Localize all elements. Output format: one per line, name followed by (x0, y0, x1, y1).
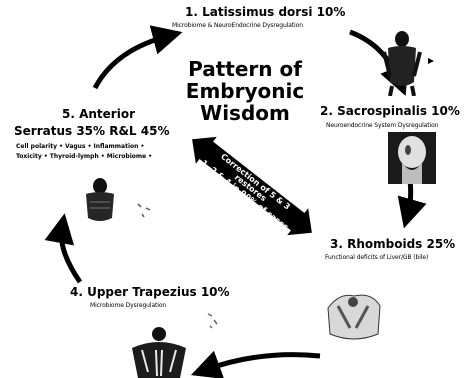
step-1-sub: Microbiome & NeuroEndocrine Dysregulatio… (172, 22, 303, 29)
title-line-3: Wisdom (200, 101, 290, 125)
step-5-sub-line1: Cell polarity • Vagus • Inflammation • (16, 143, 145, 150)
rhomboids-figure-image (327, 294, 381, 340)
decorative-mark-2 (137, 203, 151, 218)
decorative-mark-1 (207, 313, 218, 329)
title-line-2: Embryonic (185, 79, 305, 103)
step-3-label: 3. Rhomboids 25% (330, 237, 456, 251)
step-3-sub: Functional deficits of Liver/GB (bile) (325, 254, 429, 261)
cycle-arrow-5-to-1 (92, 25, 183, 90)
anterior-serratus-figure-image (86, 178, 114, 221)
step-1-label: 1. Latissimus dorsi 10% (185, 5, 346, 19)
cycle-arrow-2-to-3 (397, 179, 427, 229)
cycle-arrow-3-to-4 (190, 350, 321, 378)
center-double-arrow: Correction of 5 & 3 restores (192, 136, 312, 236)
step-5-label-line1: 5. Anterior (62, 107, 135, 121)
step-2-label: 2. Sacrospinalis 10% (320, 104, 460, 118)
title-line-1: Pattern of (188, 57, 302, 81)
step-5-label-line2: Serratus 35% R&L 45% (14, 124, 170, 138)
step-5-sub-line2: Toxicity • Thyroid-lymph • Microbiome • (16, 153, 153, 160)
step-2-sub: Neuroendocrine System Dysregulation (326, 122, 439, 129)
step-4-label: 4. Upper Trapezius 10% (70, 285, 230, 299)
cycle-arrow-4-to-5 (44, 213, 83, 284)
diagram-title: Pattern of Embryonic Wisdom (170, 58, 320, 124)
step-4-sub: Microbiome Dysregulation (90, 302, 167, 309)
latissimus-figure-image (382, 31, 434, 96)
upper-trapezius-figure-image (132, 327, 186, 378)
sacrospinalis-figure-image (388, 132, 436, 184)
